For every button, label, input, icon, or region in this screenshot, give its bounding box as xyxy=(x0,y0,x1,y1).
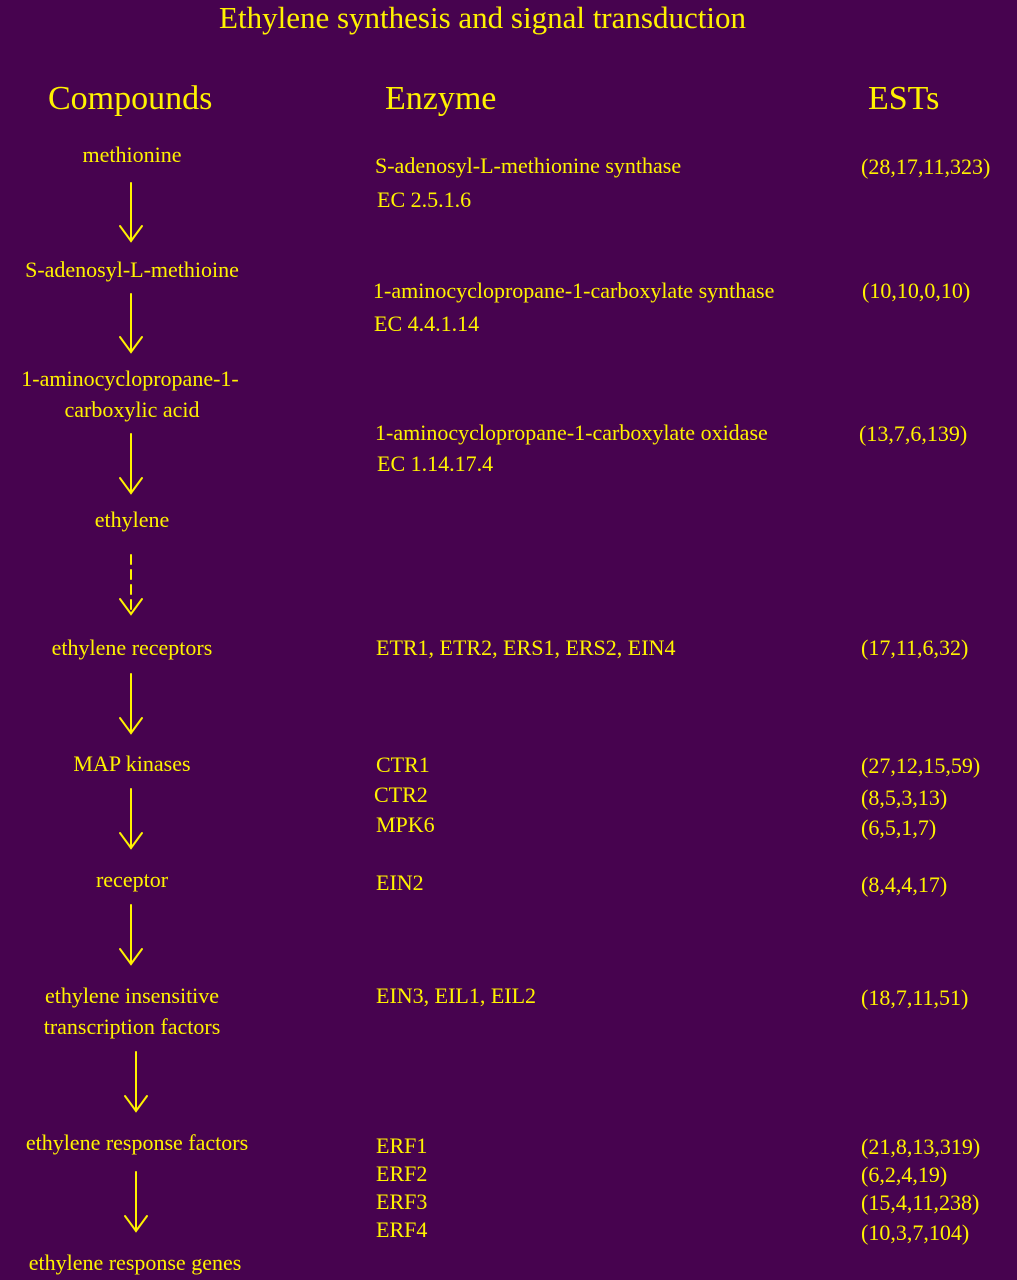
ests-ctr1: (27,12,15,59) xyxy=(861,753,981,778)
enzyme-ctr2: CTR2 xyxy=(374,782,428,807)
ests-erf4: (10,3,7,104) xyxy=(861,1220,970,1245)
arrow-down-icon xyxy=(119,182,143,243)
compound-s-adenosyl-methioine: S-adenosyl-L-methioine xyxy=(25,257,239,282)
enzyme-receptors: ETR1, ETR2, ERS1, ERS2, EIN4 xyxy=(376,635,676,660)
compound-ethylene-response-genes: ethylene response genes xyxy=(28,1250,242,1275)
compound-ein-line2: transcription factors xyxy=(43,1014,221,1039)
enzyme-ein3-eil: EIN3, EIL1, EIL2 xyxy=(376,983,537,1008)
ests-acc-oxidase: (13,7,6,139) xyxy=(859,421,968,446)
enzyme-acc-oxidase: 1-aminocyclopropane-1-carboxylate oxidas… xyxy=(375,420,768,445)
ests-erf2: (6,2,4,19) xyxy=(861,1162,948,1187)
enzyme-ec-2-5-1-6: EC 2.5.1.6 xyxy=(377,187,472,212)
compound-acc-line1: 1-aminocyclopropane-1- xyxy=(21,366,239,391)
enzyme-erf4: ERF4 xyxy=(376,1217,428,1242)
header-compounds: Compounds xyxy=(48,80,213,117)
compound-ethylene: ethylene xyxy=(94,507,170,532)
ests-receptors: (17,11,6,32) xyxy=(861,635,969,660)
arrow-down-icon xyxy=(119,904,143,966)
enzyme-ein2: EIN2 xyxy=(376,870,424,895)
ests-erf1: (21,8,13,319) xyxy=(861,1134,981,1159)
ests-sam-synthase: (28,17,11,323) xyxy=(861,154,991,179)
arrow-down-icon xyxy=(119,433,143,495)
compound-ethylene-response-factors: ethylene response factors xyxy=(25,1130,249,1155)
enzyme-ctr1: CTR1 xyxy=(376,752,430,777)
compound-ein-line1: ethylene insensitive xyxy=(44,983,220,1008)
ests-ein2: (8,4,4,17) xyxy=(861,872,948,897)
arrow-down-icon xyxy=(124,1051,148,1113)
enzyme-sam-synthase: S-adenosyl-L-methionine synthase xyxy=(375,153,682,178)
compound-methionine: methionine xyxy=(82,142,182,167)
ests-ein3-eil: (18,7,11,51) xyxy=(861,985,969,1010)
compound-ethylene-receptors: ethylene receptors xyxy=(51,635,213,660)
ests-erf3: (15,4,11,238) xyxy=(861,1190,980,1215)
diagram-title: Ethylene synthesis and signal transducti… xyxy=(219,0,746,35)
enzyme-ec-4-4-1-14: EC 4.4.1.14 xyxy=(374,311,480,336)
header-ests: ESTs xyxy=(868,80,940,117)
ests-acc-synthase: (10,10,0,10) xyxy=(862,278,971,303)
dashed-arrow-down-icon xyxy=(119,554,143,616)
ests-mpk6: (6,5,1,7) xyxy=(861,815,937,840)
arrow-down-icon xyxy=(124,1171,148,1233)
compound-map-kinases: MAP kinases xyxy=(73,751,191,776)
arrow-down-icon xyxy=(119,293,143,354)
ests-ctr2: (8,5,3,13) xyxy=(861,785,948,810)
enzyme-erf2: ERF2 xyxy=(376,1161,428,1186)
arrow-down-icon xyxy=(119,788,143,850)
enzyme-ec-1-14-17-4: EC 1.14.17.4 xyxy=(377,451,494,476)
enzyme-mpk6: MPK6 xyxy=(376,812,435,837)
enzyme-erf3: ERF3 xyxy=(376,1189,428,1214)
compound-receptor: receptor xyxy=(95,867,169,892)
header-enzyme: Enzyme xyxy=(385,80,497,117)
enzyme-erf1: ERF1 xyxy=(376,1133,428,1158)
enzyme-acc-synthase: 1-aminocyclopropane-1-carboxylate syntha… xyxy=(373,278,775,303)
arrow-down-icon xyxy=(119,673,143,735)
compound-acc-line2: carboxylic acid xyxy=(64,397,200,422)
